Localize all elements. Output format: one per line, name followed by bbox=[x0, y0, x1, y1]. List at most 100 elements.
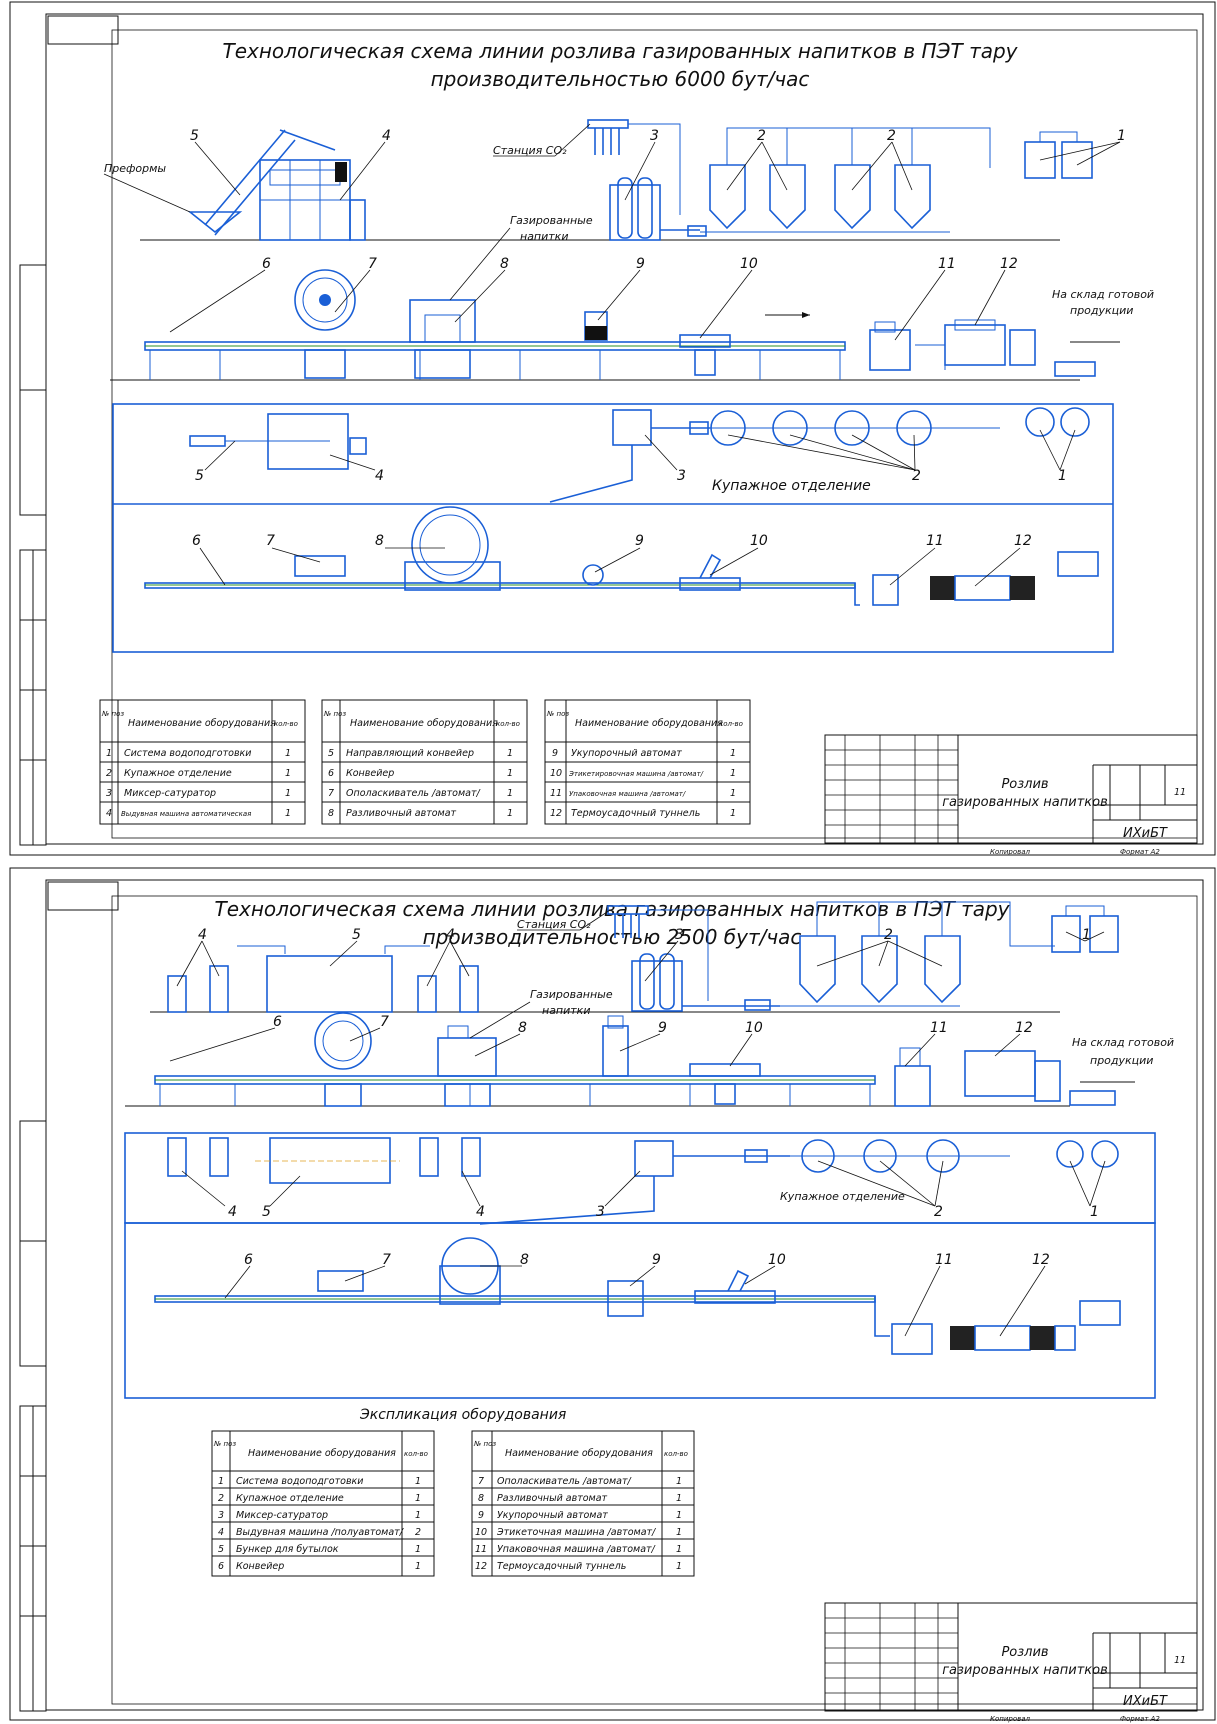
svg-text:7: 7 bbox=[382, 1252, 391, 1268]
table-row-qty: 1 bbox=[507, 748, 513, 759]
table1-header-qty: кол-во bbox=[274, 720, 298, 728]
table-row-pos: 12 bbox=[550, 808, 562, 819]
svg-text:2: 2 bbox=[934, 1204, 943, 1220]
plan-lower-row bbox=[144, 506, 1099, 606]
outer-frame bbox=[9, 1, 1216, 856]
semi-auto-blow-machines bbox=[167, 945, 479, 1013]
label-blending-department: Купажное отделение bbox=[712, 478, 871, 494]
equipment-table-2: № поз Наименование оборудования кол-во 7… bbox=[471, 1430, 695, 1577]
rinser-machine bbox=[294, 269, 356, 379]
stamp-copied: Копировал bbox=[990, 1715, 1031, 1723]
svg-text:2: 2 bbox=[887, 128, 896, 144]
table-row-name: Этикеточная машина /автомат/ bbox=[496, 1527, 657, 1538]
filling-machine bbox=[437, 1025, 497, 1107]
table-row-qty: 1 bbox=[730, 788, 736, 799]
label-warehouse-1: На склад готовой bbox=[1052, 288, 1154, 301]
capping-machine bbox=[602, 1015, 629, 1077]
table-row-name: Система водоподготовки bbox=[236, 1476, 363, 1487]
svg-text:5: 5 bbox=[352, 927, 361, 943]
table1-header-qty: кол-во bbox=[404, 1450, 428, 1458]
label-warehouse-2: продукции bbox=[1070, 304, 1133, 317]
stamp-format: Формат А2 bbox=[1120, 848, 1160, 856]
stamp-sheet: 11 bbox=[1174, 787, 1186, 798]
table-row-qty: 1 bbox=[676, 1493, 682, 1504]
co2-station bbox=[587, 119, 681, 215]
svg-text:11: 11 bbox=[930, 1020, 948, 1036]
svg-text:8: 8 bbox=[500, 256, 509, 272]
label-preforms: Преформы bbox=[104, 162, 166, 175]
table-row-qty: 1 bbox=[507, 788, 513, 799]
table-row-name: Этикетировочная машина /автомат/ bbox=[568, 770, 704, 778]
table-row-pos: 2 bbox=[106, 768, 112, 779]
table-row-qty: 1 bbox=[415, 1476, 421, 1487]
table2-header-qty: кол-во bbox=[664, 1450, 688, 1458]
co2-leader bbox=[579, 909, 611, 931]
table-row-pos: 3 bbox=[106, 788, 112, 799]
svg-text:6: 6 bbox=[244, 1252, 253, 1268]
stamp-title-1: Розлив bbox=[1001, 1645, 1048, 1660]
labelling-machine bbox=[689, 1063, 761, 1105]
table2-header-qty: кол-во bbox=[496, 720, 520, 728]
table-row-qty: 1 bbox=[415, 1510, 421, 1521]
stamp-title-2: газированных напитков bbox=[942, 1663, 1108, 1678]
table3-header-pos: № поз bbox=[546, 710, 569, 718]
stamp-title-1: Розлив bbox=[1001, 777, 1048, 792]
svg-text:11: 11 bbox=[935, 1252, 953, 1268]
table-row-name: Купажное отделение bbox=[236, 1493, 344, 1504]
svg-text:3: 3 bbox=[677, 468, 686, 484]
table-row-name: Разливочный автомат bbox=[346, 808, 457, 819]
svg-text:4: 4 bbox=[198, 927, 207, 943]
svg-text:8: 8 bbox=[375, 533, 384, 549]
plan-frame bbox=[112, 403, 1114, 653]
table-row-name: Укупорочный автомат bbox=[497, 1510, 608, 1521]
svg-text:5: 5 bbox=[195, 468, 204, 484]
water-treatment bbox=[1051, 905, 1119, 953]
label-co2-station: Станция СО₂ bbox=[517, 918, 591, 931]
svg-text:6: 6 bbox=[262, 256, 271, 272]
table-row-pos: 9 bbox=[478, 1510, 484, 1521]
blow-moulding-machine bbox=[259, 159, 366, 241]
labelling-machine bbox=[679, 312, 810, 376]
plan-upper-frame bbox=[124, 1132, 1156, 1224]
packing-and-tunnel bbox=[869, 319, 1120, 377]
table-row-name: Укупорочный автомат bbox=[571, 748, 682, 759]
table-row-name: Система водоподготовки bbox=[124, 748, 251, 759]
table-row-name: Выдувная машина /полуавтомат/ bbox=[236, 1527, 405, 1538]
equipment-table-1: № поз Наименование оборудования кол-во 1… bbox=[211, 1430, 435, 1577]
table-row-pos: 4 bbox=[218, 1527, 224, 1538]
rinser-machine bbox=[314, 1012, 372, 1107]
label-explication: Экспликация оборудования bbox=[359, 1407, 566, 1423]
table-row-qty: 1 bbox=[415, 1561, 421, 1572]
svg-text:9: 9 bbox=[636, 256, 645, 272]
svg-text:10: 10 bbox=[768, 1252, 786, 1268]
drawing-6000: Технологическая схема линии розлива гази… bbox=[9, 1, 1216, 856]
table-row-qty: 1 bbox=[676, 1510, 682, 1521]
leader-lines bbox=[169, 931, 1106, 1337]
table-row-name: Направляющий конвейер bbox=[346, 748, 474, 759]
label-carbonated-2: напитки bbox=[520, 230, 568, 243]
table1-header-name: Наименование оборудования bbox=[248, 1448, 396, 1459]
svg-text:11: 11 bbox=[938, 256, 956, 272]
plan-lower-frame bbox=[124, 1222, 1156, 1399]
table3-header-qty: кол-во bbox=[719, 720, 743, 728]
svg-text:9: 9 bbox=[658, 1020, 667, 1036]
svg-text:10: 10 bbox=[740, 256, 758, 272]
main-conveyor-elevation bbox=[110, 341, 1080, 381]
stamp-org: ИХиБТ bbox=[1123, 1694, 1168, 1709]
svg-text:10: 10 bbox=[750, 533, 768, 549]
svg-text:7: 7 bbox=[380, 1014, 389, 1030]
table2-header-pos: № поз bbox=[323, 710, 346, 718]
table-row-pos: 8 bbox=[478, 1493, 484, 1504]
svg-text:12: 12 bbox=[1032, 1252, 1050, 1268]
outer-frame bbox=[9, 867, 1216, 1721]
table-row-qty: 1 bbox=[285, 768, 291, 779]
title-block: Розлив газированных напитков ИХиБТ 11 Ко… bbox=[824, 1602, 1198, 1723]
table-row-pos: 1 bbox=[218, 1476, 224, 1487]
svg-text:4: 4 bbox=[446, 927, 455, 943]
carbonated-leader bbox=[469, 1001, 531, 1039]
plan-upper-row bbox=[167, 1137, 1119, 1225]
table-row-qty: 1 bbox=[676, 1561, 682, 1572]
drawing-sheet-2500: Технологическая схема линии розлива гази… bbox=[0, 866, 1217, 1724]
table-row-qty: 1 bbox=[676, 1476, 682, 1487]
